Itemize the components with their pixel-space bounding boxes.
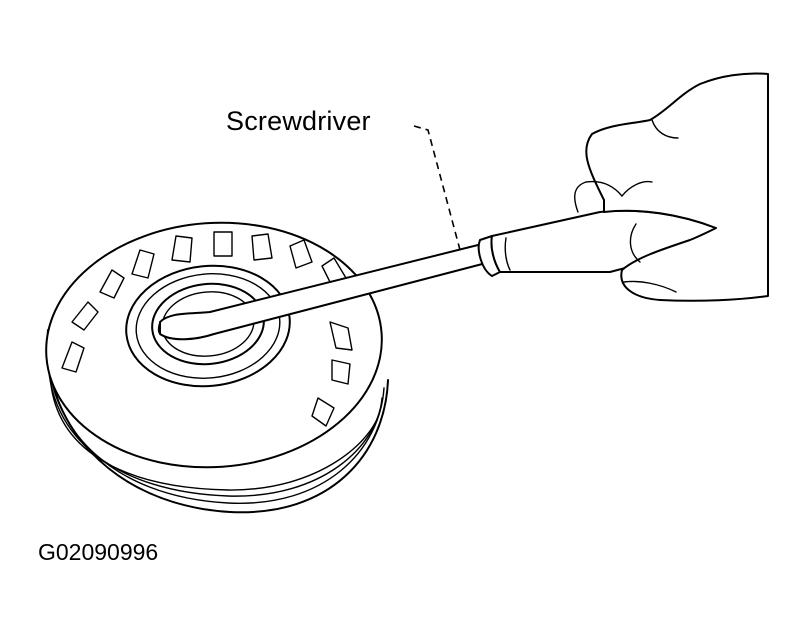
handle-ridge xyxy=(504,237,511,271)
callout-label-screwdriver: Screwdriver xyxy=(226,106,371,136)
pulley-windows xyxy=(61,231,353,427)
thumb xyxy=(574,180,623,213)
finger-crease-3 xyxy=(623,280,677,293)
callout-leader-line xyxy=(413,125,461,251)
pulley-groove-2 xyxy=(47,355,383,497)
figure-id: G02090996 xyxy=(38,539,159,565)
hub-inner-ring xyxy=(135,273,281,379)
screwdriver-tip xyxy=(157,321,161,335)
pulley xyxy=(45,221,389,514)
finger-crease-2 xyxy=(629,223,641,263)
hand xyxy=(574,72,769,302)
pulley-groove-1 xyxy=(47,341,385,504)
hand-outline xyxy=(585,72,769,302)
finger-crease-1 xyxy=(621,180,653,197)
knuckle xyxy=(651,119,679,139)
pulley-groove-3 xyxy=(49,371,381,491)
